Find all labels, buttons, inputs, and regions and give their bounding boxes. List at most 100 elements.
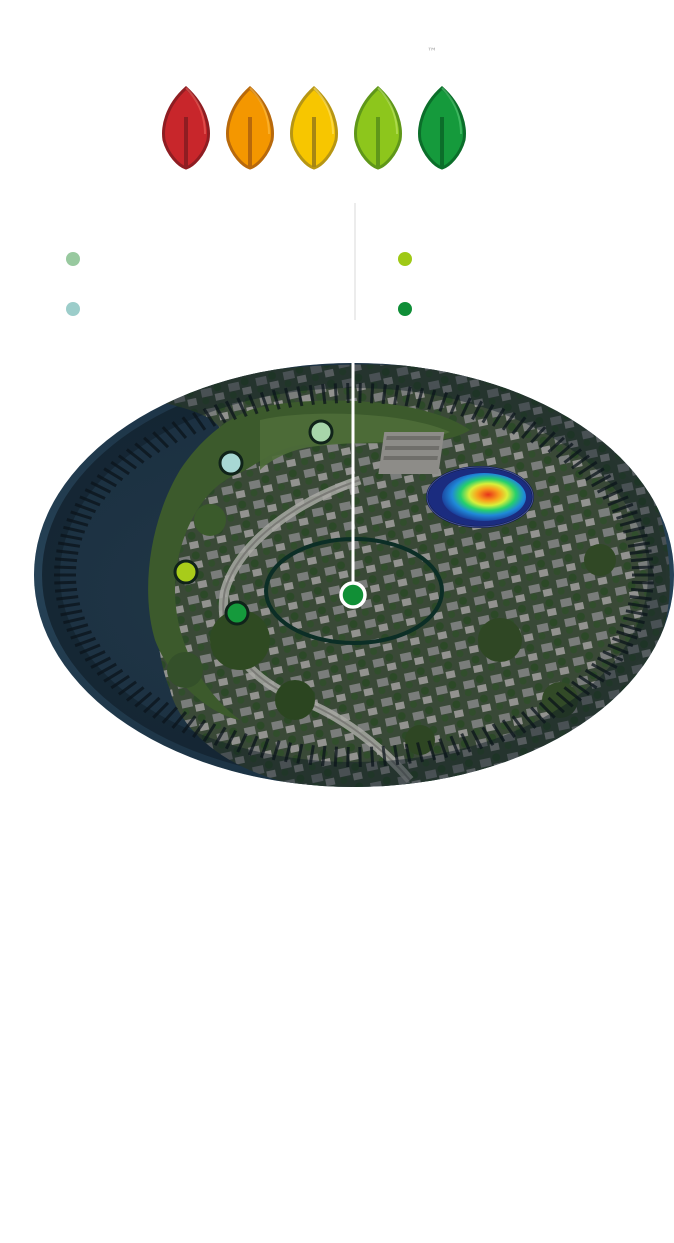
ring-tick <box>60 533 83 541</box>
ring-tick <box>460 397 472 418</box>
leaf-red-icon <box>162 85 210 170</box>
ring-tick <box>296 386 304 407</box>
ring-tick <box>611 502 634 514</box>
ring-tick <box>625 609 648 617</box>
ring-tick <box>370 746 375 767</box>
legend-dot-green-icon <box>398 302 412 316</box>
ring-tick <box>54 565 77 570</box>
ring-tick <box>161 426 178 444</box>
ring-tick <box>171 711 188 729</box>
ring-tick <box>202 407 217 427</box>
legend-dot-teal-icon <box>66 302 80 316</box>
ring-tick <box>547 696 565 714</box>
ring-tick <box>103 467 124 482</box>
ring-tick <box>134 691 153 708</box>
ring-tick <box>79 495 101 507</box>
ring-tick <box>346 382 350 404</box>
ring-tick <box>54 557 78 563</box>
ring-tick <box>321 745 327 767</box>
ring-tick <box>308 744 315 766</box>
ring-tick <box>213 726 227 746</box>
ring-tick <box>333 383 338 404</box>
ring-tick <box>555 442 574 459</box>
ring-tick <box>481 726 495 746</box>
ring-tick <box>619 623 642 632</box>
ring-tick <box>460 732 472 753</box>
ring-tick <box>370 383 375 404</box>
ring-tick <box>530 426 547 444</box>
ring-tick <box>501 719 516 738</box>
ring-tick <box>427 389 437 410</box>
marker-lightgreen-icon[interactable] <box>173 559 199 585</box>
leaf-green-icon <box>418 85 466 170</box>
ring-tick <box>584 467 605 482</box>
aerial-map-scene <box>34 203 674 787</box>
ring-tick <box>66 518 89 527</box>
ring-tick <box>404 743 412 764</box>
ring-tick <box>248 394 259 415</box>
ring-tick <box>631 565 654 570</box>
ring-tick <box>96 474 117 488</box>
ring-tick <box>84 488 106 500</box>
leaf-orange-icon <box>226 85 274 170</box>
ring-tick <box>70 510 92 520</box>
legend-dot-sage-icon <box>66 252 80 266</box>
ring-tick <box>630 557 654 563</box>
ring-tick <box>530 706 547 724</box>
ring-tick <box>511 416 527 435</box>
legend-dot-lightgreen-icon <box>398 252 412 266</box>
ring-tick <box>54 587 78 593</box>
ring-tick <box>296 743 304 764</box>
ring-tick <box>224 400 237 421</box>
ring-tick <box>416 387 424 408</box>
ring-tick <box>284 387 292 408</box>
ring-tick <box>125 448 145 464</box>
ring-tick <box>630 587 654 593</box>
ring-tick <box>259 738 270 759</box>
ring-tick <box>616 630 638 640</box>
ring-tick <box>248 735 259 756</box>
ring-tick <box>74 636 97 648</box>
ring-tick <box>578 674 598 690</box>
ring-tick <box>584 668 605 683</box>
ring-tick <box>555 691 574 708</box>
ring-tick <box>602 488 624 500</box>
ring-tick <box>538 431 556 449</box>
ring-tick <box>308 384 315 406</box>
ring-tick <box>321 383 327 405</box>
ring-tick <box>56 595 79 601</box>
ring-tick <box>236 397 248 418</box>
ring-tick <box>271 389 281 410</box>
ring-tick <box>118 454 137 470</box>
ring-tick <box>627 541 651 548</box>
ring-tick <box>629 595 652 601</box>
ring-tick <box>520 421 537 439</box>
ring-tick <box>63 616 86 625</box>
ring-tick <box>596 656 618 669</box>
marker-green-icon[interactable] <box>224 600 250 626</box>
ring-tick <box>438 391 449 412</box>
marker-sage-icon[interactable] <box>308 419 334 445</box>
marker-selected-icon[interactable] <box>339 581 367 609</box>
ring-tick <box>143 696 161 714</box>
ring-tick <box>192 412 207 431</box>
ring-tick <box>607 495 629 507</box>
ring-tick <box>143 436 161 454</box>
ring-tick <box>103 668 124 683</box>
ring-tick <box>79 643 101 655</box>
rating-scale <box>156 82 476 172</box>
ring-tick <box>333 746 338 767</box>
ring-tick <box>202 723 217 743</box>
ring-tick <box>619 518 642 527</box>
trademark-symbol: ™ <box>427 47 438 58</box>
ring-tick <box>625 533 648 541</box>
ring-tick <box>393 744 400 766</box>
ring-tick <box>427 740 437 761</box>
ring-tick <box>358 746 362 768</box>
ring-tick <box>70 630 92 640</box>
ring-tick <box>181 416 197 435</box>
ring-tick <box>90 656 112 669</box>
marker-teal-icon[interactable] <box>218 450 244 476</box>
ring-tick <box>563 448 583 464</box>
